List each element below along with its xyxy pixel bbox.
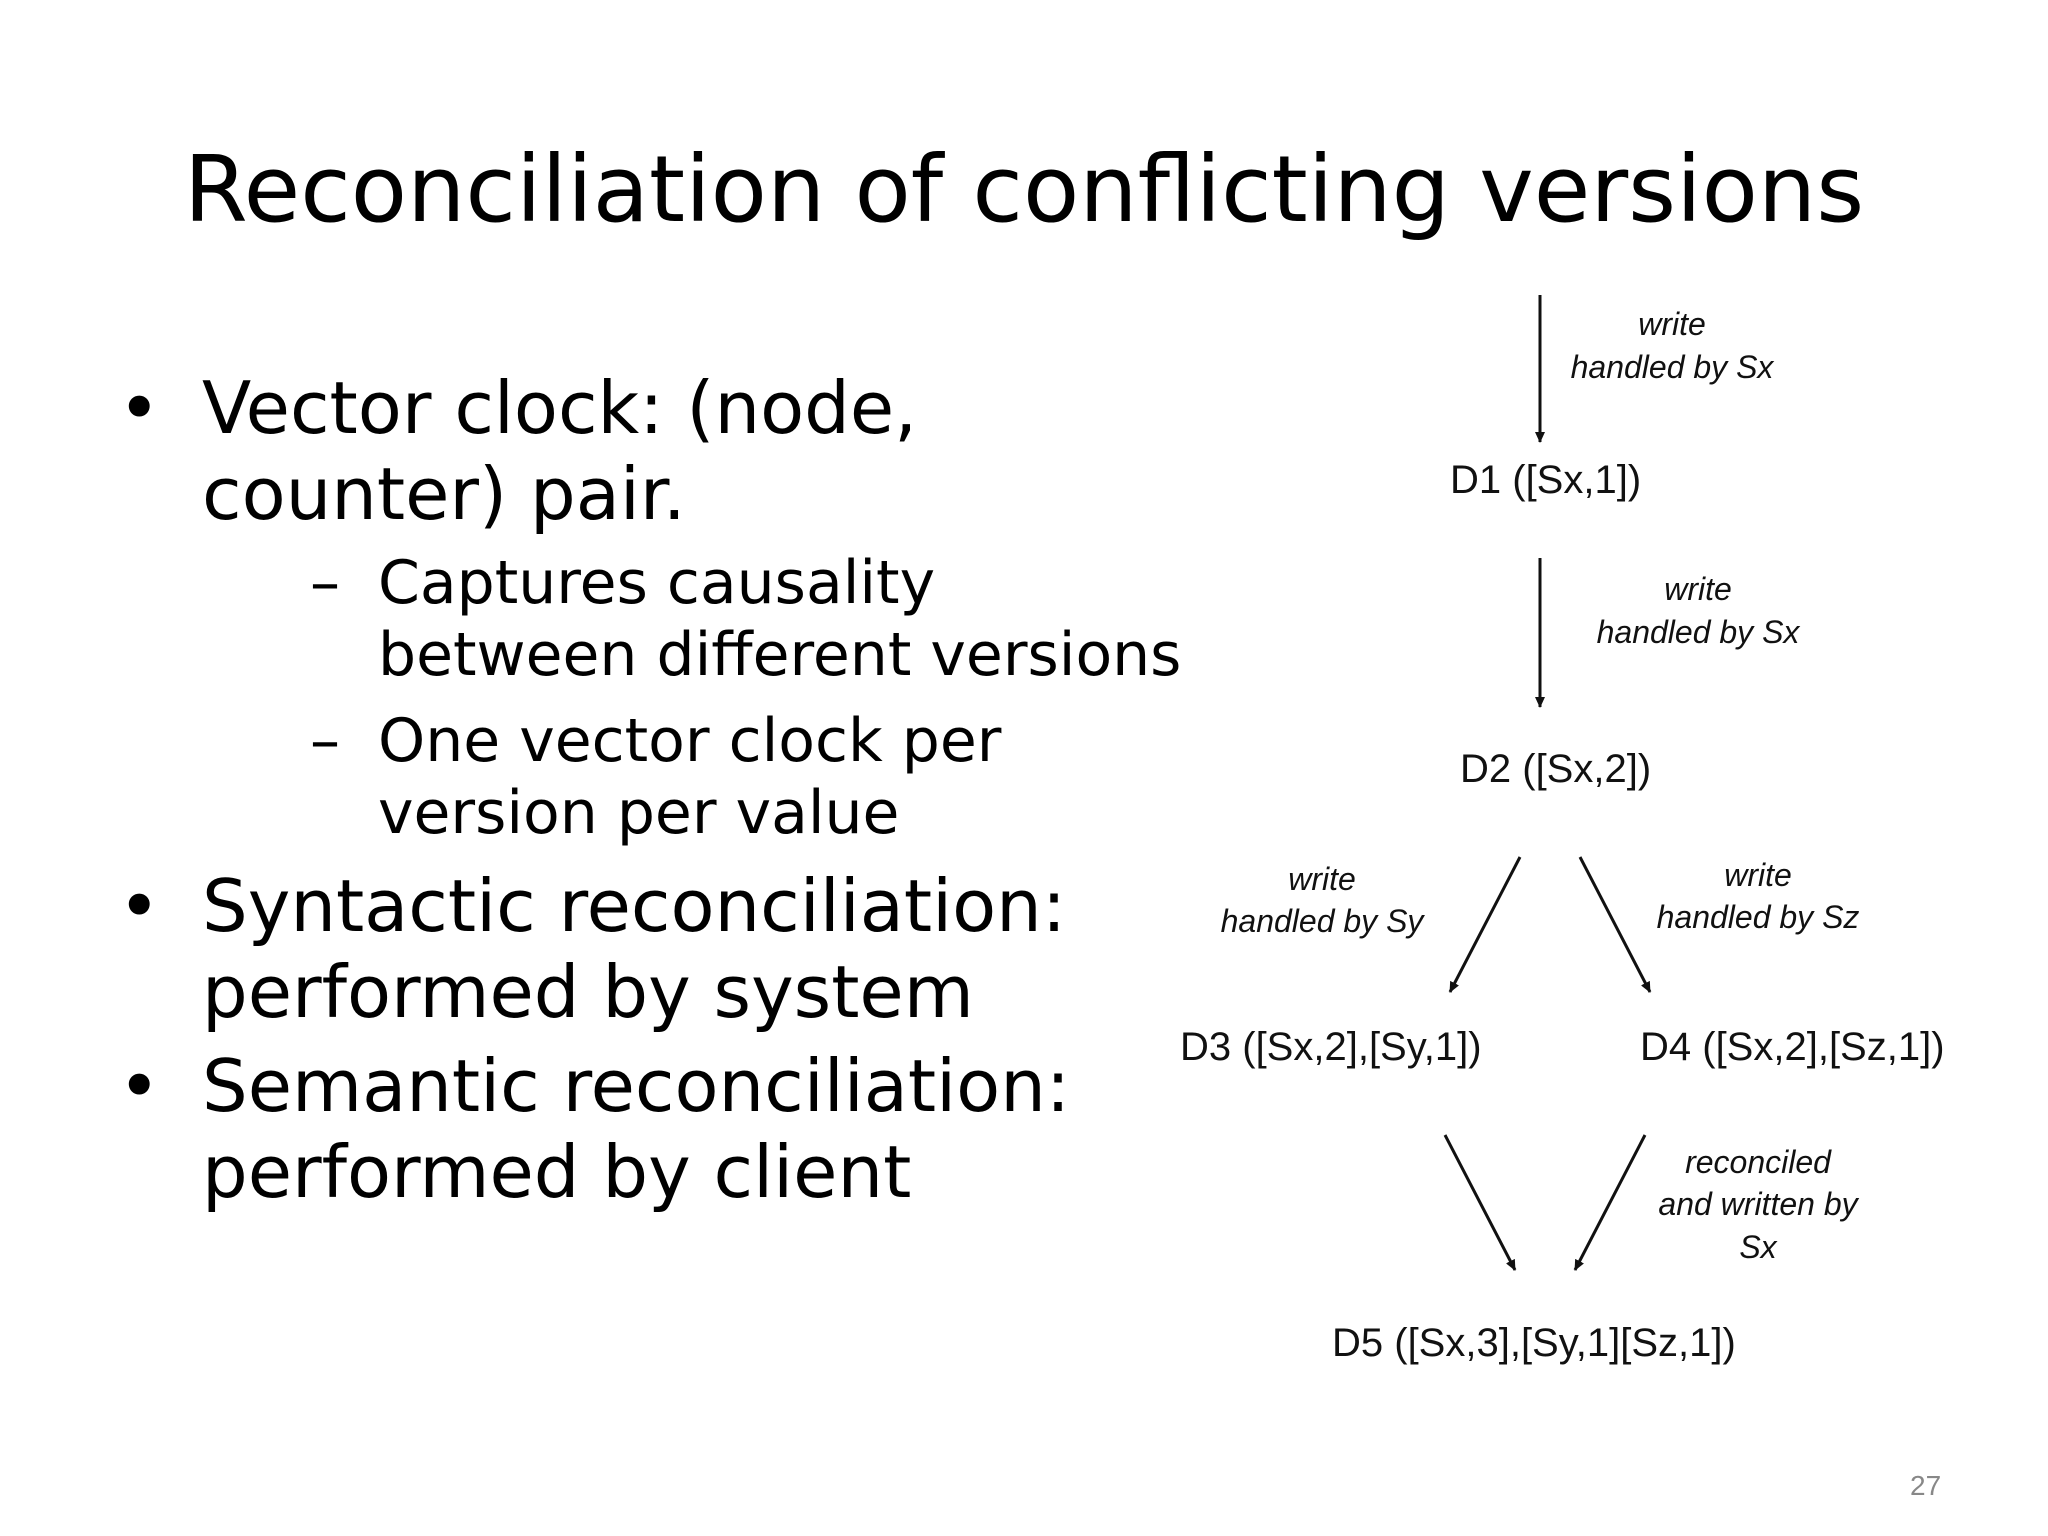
- bullet-text: Vector clock: (node, counter) pair.: [202, 366, 918, 536]
- arrow-d3-to-d5: [1443, 1134, 1517, 1271]
- edge-label-line: Sx: [1739, 1229, 1777, 1265]
- version-diagram: write handled by Sx D1 ([Sx,1]) write ha…: [1180, 295, 1945, 1365]
- edge-label-line: and written by: [1658, 1186, 1859, 1222]
- edge-label-line: handled by Sx: [1597, 614, 1801, 650]
- dash-icon: –: [310, 548, 340, 618]
- edge-label-line: write: [1664, 571, 1732, 607]
- bullet-syntactic: • Syntactic reconciliation: performed by…: [118, 863, 1198, 1035]
- node-d3: D3 ([Sx,2],[Sy,1]): [1180, 1025, 1482, 1069]
- node-d5: D5 ([Sx,3],[Sy,1][Sz,1]): [1332, 1321, 1736, 1365]
- edge-label-line: write: [1724, 857, 1792, 893]
- node-d2: D2 ([Sx,2]): [1460, 747, 1651, 791]
- edge-label-line: handled by Sx: [1571, 349, 1775, 385]
- bullet-dot-icon: •: [118, 864, 161, 948]
- bullet-dot-icon: •: [118, 1044, 161, 1128]
- node-d4: D4 ([Sx,2],[Sz,1]): [1640, 1025, 1945, 1069]
- arrow-d2-to-d3: [1448, 856, 1522, 993]
- bullet-dot-icon: •: [118, 366, 161, 450]
- arrow-d2-to-d4: [1578, 856, 1652, 993]
- edge-label-line: write: [1288, 861, 1356, 897]
- bullet-list: • Vector clock: (node, counter) pair. – …: [118, 365, 1198, 1223]
- bullet-semantic: • Semantic reconciliation: performed by …: [118, 1043, 1198, 1215]
- sub-bullet-list: – Captures causality between different v…: [202, 547, 1198, 849]
- bullet-text: Syntactic reconciliation: performed by s…: [202, 864, 1067, 1034]
- bullet-text: Semantic reconciliation: performed by cl…: [202, 1044, 1071, 1214]
- arrow-d4-to-d5: [1573, 1134, 1647, 1271]
- sub-bullet-text: Captures causality between different ver…: [378, 548, 1182, 690]
- edge-label-line: write: [1638, 306, 1706, 342]
- sub-bullet-text: One vector clock per version per value: [378, 706, 1002, 848]
- dash-icon: –: [310, 706, 340, 776]
- bullet-vector-clock: • Vector clock: (node, counter) pair. – …: [118, 365, 1198, 849]
- sub-bullet-per-version: – One vector clock per version per value: [202, 705, 1198, 849]
- sub-bullet-causality: – Captures causality between different v…: [202, 547, 1198, 691]
- edge-label-line: reconciled: [1685, 1144, 1832, 1180]
- node-d1: D1 ([Sx,1]): [1450, 458, 1641, 502]
- edge-label-line: handled by Sz: [1657, 899, 1860, 935]
- page-number: 27: [1910, 1470, 1942, 1501]
- slide-title: Reconciliation of conflicting versions: [183, 136, 1865, 243]
- edge-label-line: handled by Sy: [1221, 903, 1426, 939]
